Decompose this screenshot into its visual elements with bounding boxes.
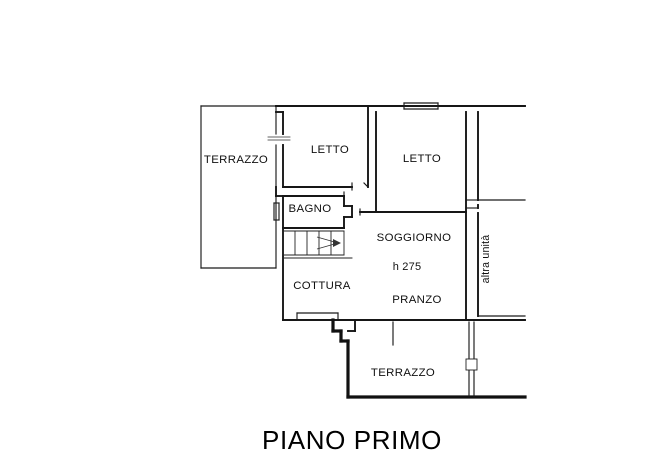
window-letto-right-north	[403, 102, 439, 110]
room-label-bagno: BAGNO	[289, 203, 332, 215]
room-label-soggiorno: SOGGIORNO	[377, 232, 452, 244]
door-letto-left-south	[363, 182, 369, 188]
annotation-altra-unita: altra unità	[480, 235, 492, 284]
page-title: PIANO PRIMO	[262, 425, 442, 455]
annotation-ceiling-height: h 275	[393, 261, 422, 273]
room-bagno	[273, 191, 353, 229]
room-label-pranzo: PRANZO	[392, 294, 442, 306]
room-label-letto-left: LETTO	[311, 144, 349, 156]
room-label-cottura: COTTURA	[293, 280, 351, 292]
room-label-letto-right: LETTO	[403, 153, 441, 165]
door-bagno-west	[273, 202, 280, 221]
column-terrazzo-bottom-right	[465, 321, 478, 398]
room-terrazzo-left	[200, 105, 291, 269]
staircase	[282, 230, 353, 259]
stair-arrow-head	[333, 239, 341, 247]
room-terrazzo-bottom	[331, 318, 527, 399]
room-label-terrazzo-left: TERRAZZO	[204, 154, 268, 166]
zone-altra-unita	[465, 111, 526, 317]
column-square	[465, 358, 478, 371]
stair-direction-arrow-icon	[316, 236, 341, 250]
room-letto-left	[282, 105, 369, 191]
room-label-terrazzo-bottom: TERRAZZO	[371, 367, 435, 379]
room-soggiorno	[359, 208, 467, 321]
window-cottura-south	[296, 312, 339, 321]
